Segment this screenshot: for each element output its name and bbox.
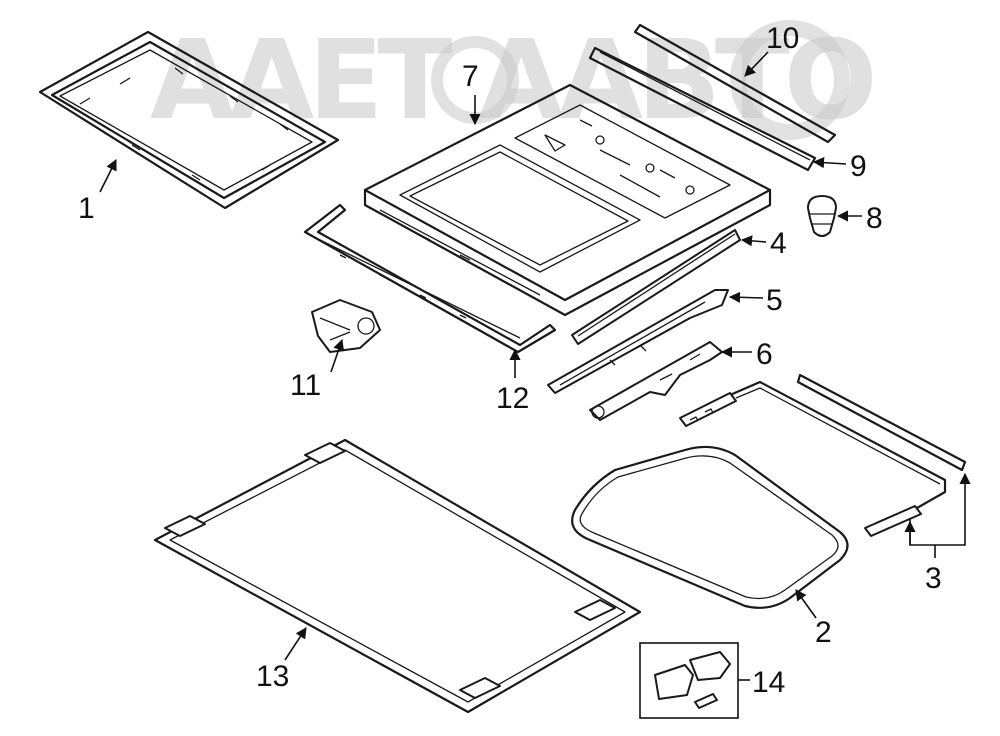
part-4-strip: [571, 229, 741, 345]
part-14-clip-kit: [639, 642, 739, 719]
callout-10: 10: [766, 22, 799, 55]
part-12-front-frame: [303, 203, 557, 354]
part-2-glass-panel: [571, 445, 849, 609]
callout-14: 14: [752, 666, 785, 699]
callout-1: 1: [78, 192, 95, 225]
leader-11: [330, 338, 345, 373]
callout-5: 5: [766, 284, 783, 317]
callout-labels: 1 2 3 4 5 6 7 8 9 10 11 12 13 14: [78, 22, 942, 699]
part-9-rail: [588, 46, 817, 172]
leader-4: [740, 235, 767, 247]
part-10-rail: [633, 23, 837, 144]
leader-1: [99, 158, 117, 193]
leader-2: [795, 589, 817, 619]
callout-12: 12: [496, 382, 529, 415]
part-5-deflector: [547, 289, 729, 394]
part-13-sunshade: [153, 438, 642, 714]
callout-2: 2: [815, 616, 832, 649]
leader-9: [812, 157, 847, 169]
leader-lines: [99, 51, 971, 681]
callout-6: 6: [756, 338, 773, 371]
watermark-text: AAET AABTO: [150, 16, 872, 144]
part-3-seal: [679, 373, 967, 537]
part-7-roof-panel: [363, 83, 772, 317]
callout-13: 13: [256, 660, 289, 693]
part-11-motor: [311, 299, 381, 353]
part-1-frame-seal: [38, 30, 340, 210]
callout-7: 7: [462, 60, 479, 93]
leader-5: [728, 291, 764, 303]
leader-13: [284, 627, 307, 661]
callout-4: 4: [770, 227, 787, 260]
watermark-logo: AAET AABTO: [150, 16, 878, 144]
leader-10: [744, 51, 769, 77]
callout-9: 9: [850, 150, 867, 183]
part-6-bracket: [589, 341, 723, 421]
part-8-bumper: [807, 195, 837, 237]
callout-8: 8: [866, 202, 883, 235]
callout-3: 3: [925, 562, 942, 595]
callout-11: 11: [290, 369, 321, 402]
